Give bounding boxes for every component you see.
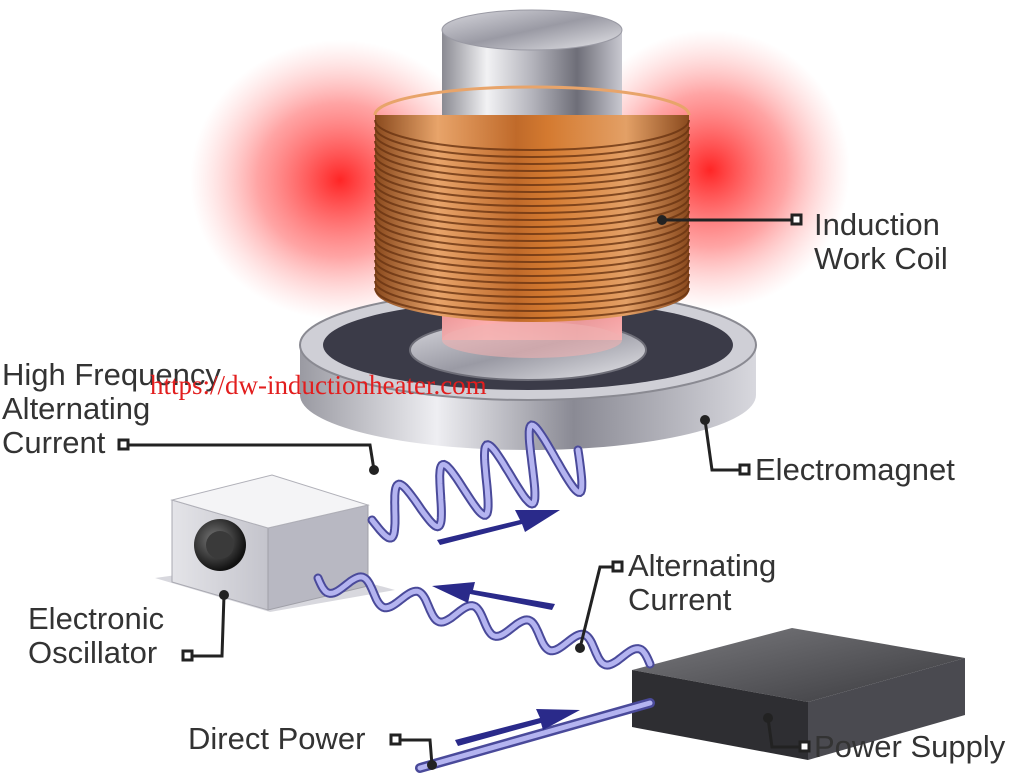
- arrow-direct-power: [455, 709, 580, 746]
- coil-winding: [374, 175, 690, 207]
- label-induction-work-coil: Induction Work Coil: [814, 208, 948, 276]
- leader-high-frequency: [128, 443, 376, 471]
- coil-winding: [374, 154, 690, 186]
- label-alternating-current: Alternating Current: [628, 549, 776, 617]
- label-high-frequency-alternating-current: High Frequency Alternating Current: [2, 358, 221, 460]
- alternating-current-wire-highlight: [315, 574, 653, 668]
- coil-winding: [374, 280, 690, 312]
- induction-work-coil: [373, 85, 691, 322]
- dot-high-frequency: [369, 465, 379, 475]
- coil-winding: [374, 266, 690, 298]
- coil-winding: [374, 287, 690, 319]
- label-power-supply-text: Power Supply: [814, 729, 1006, 764]
- label-hf-line-3: Current: [2, 425, 106, 460]
- coil-winding: [374, 133, 690, 165]
- dot-direct-power: [427, 760, 437, 770]
- coil-winding: [374, 210, 690, 242]
- leader-lines: [117, 213, 811, 766]
- label-hf-line-1: High Frequency: [2, 357, 221, 392]
- coil-winding: [374, 182, 690, 214]
- dot-alternating-current: [575, 643, 585, 653]
- label-electromagnet: Electromagnet: [755, 453, 955, 487]
- arrow-alternating: [432, 582, 555, 610]
- coil-winding: [374, 126, 690, 158]
- label-oscillator-line-2: Oscillator: [28, 635, 158, 670]
- coil-winding: [374, 140, 690, 172]
- label-electromagnet-text: Electromagnet: [755, 452, 955, 487]
- label-induction-line-2: Work Coil: [814, 241, 948, 276]
- current-arrows: [432, 510, 580, 746]
- label-power-supply: Power Supply: [814, 730, 1005, 764]
- coil-winding: [374, 231, 690, 263]
- coil-winding: [374, 217, 690, 249]
- leader-power-supply: [766, 717, 800, 749]
- dot-induction-coil: [657, 215, 667, 225]
- dot-electromagnet: [700, 415, 710, 425]
- label-direct-power-text: Direct Power: [188, 721, 366, 756]
- label-electronic-oscillator: Electronic Oscillator: [28, 602, 164, 670]
- label-ac-line-2: Current: [628, 582, 732, 617]
- wires: [313, 420, 655, 773]
- coil-winding: [374, 245, 690, 277]
- high-frequency-wire-highlight: [369, 422, 585, 541]
- label-direct-power: Direct Power: [188, 722, 365, 756]
- electronic-oscillator-box: [155, 474, 395, 612]
- coil-winding: [374, 224, 690, 256]
- label-induction-line-1: Induction: [814, 207, 940, 242]
- leader-direct-power: [400, 738, 434, 766]
- coil-winding: [374, 238, 690, 270]
- leader-electromagnet: [703, 419, 740, 472]
- coil-winding: [374, 196, 690, 228]
- label-oscillator-line-1: Electronic: [28, 601, 165, 636]
- coil-winding: [374, 119, 690, 151]
- coil-winding: [374, 189, 690, 221]
- coil-winding: [374, 259, 690, 291]
- coil-winding: [374, 273, 690, 305]
- coil-winding: [374, 161, 690, 193]
- coil-winding: [374, 252, 690, 284]
- arrow-high-frequency: [437, 510, 560, 545]
- label-hf-line-2: Alternating: [2, 391, 151, 426]
- leader-oscillator: [192, 594, 226, 658]
- power-supply-box: [632, 628, 965, 760]
- dot-power-supply: [763, 713, 773, 723]
- label-ac-line-1: Alternating: [628, 548, 777, 583]
- watermark-url: https://dw-inductionheater.com: [150, 370, 487, 400]
- coil-winding: [374, 168, 690, 200]
- coil-winding: [374, 147, 690, 179]
- coil-winding: [374, 203, 690, 235]
- dot-oscillator: [219, 590, 229, 600]
